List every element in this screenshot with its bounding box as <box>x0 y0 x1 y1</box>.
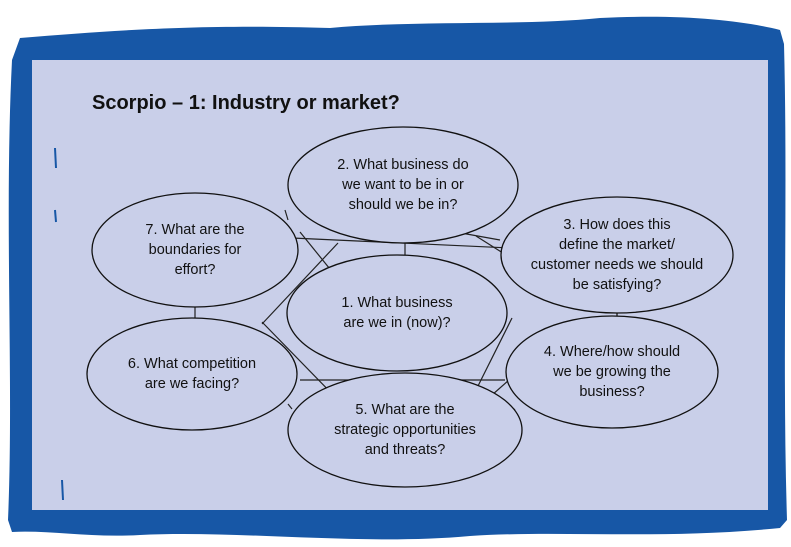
node-n5 <box>287 372 523 488</box>
node-n7 <box>91 192 299 308</box>
node-label-line: 7. What are the <box>145 222 245 238</box>
node-label-line: 4. Where/how should <box>543 344 681 360</box>
node-label-line: we be growing the <box>553 364 671 380</box>
sketch-stroke <box>54 147 64 501</box>
node-label-line: effort? <box>174 262 216 278</box>
node-label-line: 5. What are the <box>355 402 455 418</box>
node-n6 <box>86 317 298 431</box>
node-label-line: be satisfying? <box>572 277 662 293</box>
page-title: Scorpio – 1: Industry or market? <box>92 92 400 114</box>
link-n5-n6 <box>287 403 293 410</box>
node-label-line: should we be in? <box>348 197 458 213</box>
node-label-line: 2. What business do <box>337 157 469 173</box>
node-n5-label: 5. What are the strategic opportunities an… <box>292 400 518 460</box>
node-n3-label: 3. How does this define the market/custom… <box>505 215 729 295</box>
node-label-line: 6. What competition <box>127 356 257 372</box>
node-label-line: boundaries for <box>148 242 242 258</box>
node-label-line: we want to be in or <box>342 177 464 193</box>
node-label-line: are we in (now)? <box>343 315 451 331</box>
node-n4-label: 4. Where/how should we be growing the busi… <box>510 342 714 402</box>
node-label-line: 3. How does this <box>563 217 671 233</box>
node-label-line: define the market/ <box>558 237 676 253</box>
node-label-line: and threats? <box>364 442 446 458</box>
node-label-line: business? <box>579 384 645 400</box>
link-diag-n6-n2 <box>261 242 339 325</box>
node-ellipses <box>86 126 734 488</box>
node-label-line: 1. What business <box>341 295 453 311</box>
node-label-line: strategic opportunities <box>334 422 476 438</box>
node-center <box>286 254 508 372</box>
node-n4 <box>505 315 719 429</box>
node-label-line: customer needs we should <box>530 257 704 273</box>
node-n2 <box>287 126 519 244</box>
node-center-label: 1. What business are we in (now)? <box>291 293 503 333</box>
node-n3 <box>500 196 734 314</box>
node-label-line: are we facing? <box>144 376 240 392</box>
link-n7-n2 <box>284 209 289 221</box>
node-n2-label: 2. What business do we want to be in or sh… <box>292 155 514 215</box>
node-n6-label: 6. What competition are we facing? <box>91 354 293 394</box>
node-n7-label: 7. What are the boundaries for effort? <box>96 220 294 280</box>
